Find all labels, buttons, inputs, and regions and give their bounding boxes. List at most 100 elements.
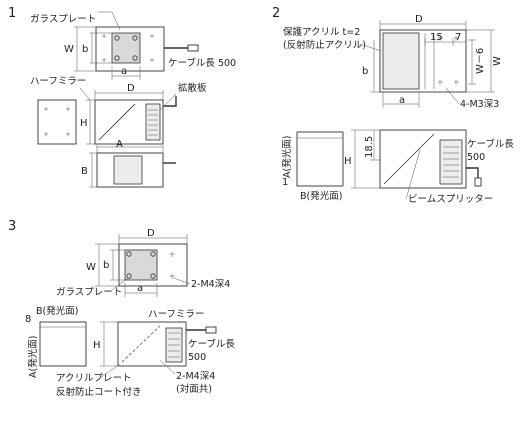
leader-line [159,359,176,375]
connector [474,177,482,187]
dim-h-line [351,129,380,189]
connector [205,326,217,334]
screw-hole [126,251,132,257]
front-view-outline [37,99,77,145]
label-protective-acrylic: 保護アクリル t=2 [283,26,360,38]
label-beam-splitter: ビームスプリッター [408,194,493,205]
cable [466,167,479,178]
dim-h: H [344,156,352,167]
half-mirror-line [98,103,136,141]
dim-w-line [74,26,96,72]
front-view-outline [39,321,87,367]
diagram-1: 1 ガラスプレート ケーブル長 500 W b a ハーフミラー [8,6,236,188]
diagram-2: 2 保護アクリル t=2 (反射防止アクリル) D 15 7 b W－6 W a… [272,6,514,205]
dim-a-upper-line [96,145,164,153]
dim-b: b [103,260,109,271]
dim-one: 1 [282,177,288,188]
dim-eight: 8 [25,314,31,325]
dim-a-upper: A [116,139,123,150]
led-block [439,139,463,185]
screw-hole [150,273,156,279]
leader-line [173,277,191,285]
label-diffuser: 拡散板 [178,82,207,94]
screw-hole [132,35,138,41]
dim-w: W [492,56,503,66]
label-emitting-b: B(発光面) [300,190,342,202]
dim-h: H [93,340,101,351]
label-tapped-holes-2: 2-M4深4 [176,371,215,382]
dim-h-line [100,321,118,367]
label-both-sides: (対面共) [176,383,212,395]
diagram-1-number: 1 [8,6,16,21]
dim-b-line [370,40,380,93]
leader-line [111,277,129,291]
dim-b: b [82,44,88,55]
label-anti-reflection-acrylic: (反射防止アクリル) [283,39,366,51]
glass-plate-window [124,249,158,281]
acrylic-window [382,32,420,90]
dim-d-line [118,234,188,244]
half-mirror-line [121,325,161,363]
dim-w: W [86,262,96,273]
diagram-2-side-views: A(発光面) 1 B(発光面) H 18.5 ケーブル長 500 ビームスプリッ… [281,129,514,205]
dim-b: b [362,66,368,77]
dim-a-line [111,66,141,80]
diagram-1-top-view: ガラスプレート ケーブル長 500 W b a [30,11,236,80]
dim-a: a [137,283,143,294]
dim-w-minus-6-line [468,39,476,85]
dim-d: D [147,228,155,239]
label-emitting-a: A(発光面) [281,136,293,178]
label-tapped-holes: 2-M4深4 [191,279,230,290]
label-cable-length-value: 500 [467,152,485,163]
dim-b-upper-line [89,152,97,188]
screw-hole [132,55,138,61]
screw-hole [114,35,120,41]
diagram-2-top-view: 保護アクリル t=2 (反射防止アクリル) D 15 7 b W－6 W a 4… [283,14,503,110]
dim-b-line [110,249,125,281]
dim-a: a [121,66,127,77]
mount-marks [438,36,459,85]
label-cable-length: ケーブル長 [467,138,514,150]
leader-line [159,93,177,111]
diagram-3: 3 D W b a ガラスプレート 2-M4深4 B(発光面) 8 [8,219,235,398]
dim-15-7-line [424,38,466,46]
diagram-3-side-views: B(発光面) 8 A(発光面) ハーフミラー H ケーブル長 500 2-M4深… [25,305,235,398]
led-ticks [168,332,180,358]
led-ticks [148,109,158,136]
dim-a: a [399,95,405,106]
cable [163,96,177,107]
dim-w: W [64,44,74,55]
dim-b-line [90,32,112,64]
dim-h-line [86,99,95,145]
label-anti-reflection-coat: 反射防止コート付き [56,386,142,398]
mount-marks [44,107,70,136]
leader-line [99,363,121,379]
connector [187,44,199,52]
dim-w-line [95,243,119,287]
dim-d-line [379,20,467,30]
leader-line [79,87,91,101]
dim-18-5-line [370,130,380,161]
diagram-1-side-views: ハーフミラー D 拡散板 H A B [30,76,207,188]
front-view-outline [296,131,344,187]
label-tapped-holes: 4-M3深3 [460,99,499,110]
label-cable-length-value: 500 [188,352,206,363]
mount-marks [170,252,175,279]
dim-w-minus-6: W－6 [475,48,486,74]
label-half-mirror: ハーフミラー [30,76,86,87]
dim-a-line [382,92,420,108]
dim-15: 15 [430,32,443,43]
label-glass-plate: ガラスプレート [30,14,96,25]
screw-hole [150,251,156,257]
label-emitting-a: A(発光面) [27,336,39,378]
dim-h: H [80,118,88,129]
leader-line [445,87,460,105]
mount-marks [102,34,154,62]
dim-d: D [415,14,423,25]
leader-line [98,11,121,31]
dim-d: D [127,83,135,94]
dim-b-upper: B [81,166,88,177]
dim-w-line [466,29,495,93]
bottom-window [113,155,143,185]
